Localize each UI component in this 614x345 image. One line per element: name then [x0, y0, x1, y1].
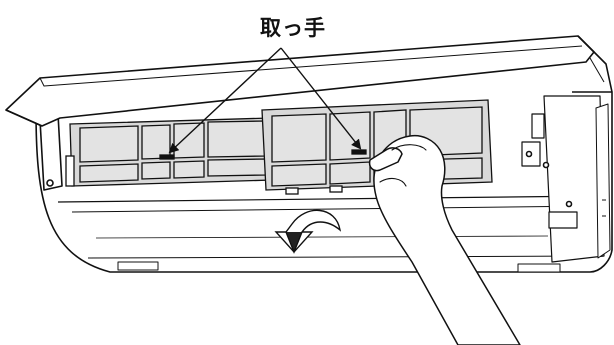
handle-callout-arrows: [168, 47, 362, 154]
left-filter: [65, 117, 273, 187]
pointer-arrow-icon: [280, 47, 362, 150]
hand: [368, 134, 521, 345]
handle-label: 取っ手: [260, 16, 326, 40]
front-panel: [5, 35, 613, 127]
pointer-arrow-icon: [168, 47, 282, 154]
rotate-arrow-icon: [274, 209, 342, 254]
